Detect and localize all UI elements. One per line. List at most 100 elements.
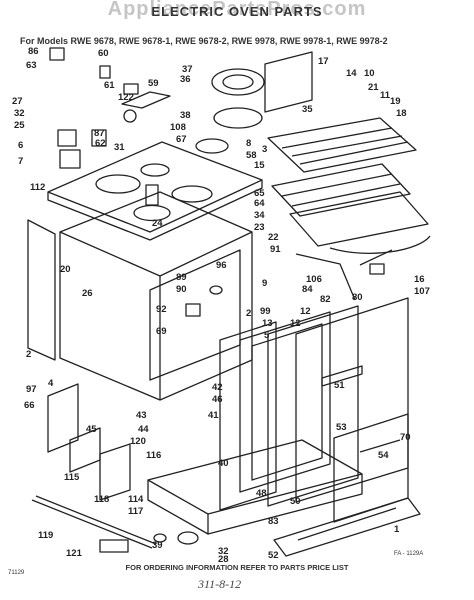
callout-number: 14 bbox=[346, 68, 357, 79]
callout-number: 2 bbox=[26, 349, 31, 360]
callout-number: 44 bbox=[138, 424, 149, 435]
side-panel bbox=[27, 219, 56, 361]
callout-number: 39 bbox=[152, 540, 163, 551]
callout-number: 1 bbox=[394, 524, 400, 535]
callout-number: 11 bbox=[380, 90, 391, 101]
callout-number: 10 bbox=[364, 68, 375, 79]
callout-number: 15 bbox=[254, 160, 265, 171]
callout-number: 108 bbox=[170, 122, 186, 133]
callout-number: 45 bbox=[86, 424, 97, 435]
callout-number: 90 bbox=[176, 284, 187, 295]
oven-rack-upper bbox=[267, 117, 417, 173]
diagram-title: ELECTRIC OVEN PARTS bbox=[151, 4, 323, 19]
callout-number: 114 bbox=[128, 494, 144, 505]
callout-number: 112 bbox=[30, 182, 45, 193]
figure-code-left: 71129 bbox=[8, 570, 25, 576]
callout-number: 41 bbox=[208, 410, 219, 421]
callout-number: 107 bbox=[414, 286, 430, 297]
callout-number: 9 bbox=[262, 278, 267, 289]
callout-number: 51 bbox=[334, 380, 345, 391]
callout-number: 25 bbox=[14, 120, 25, 131]
callout-number: 118 bbox=[94, 494, 109, 505]
callout-number: 120 bbox=[130, 436, 146, 447]
callout-number: 86 bbox=[28, 46, 39, 57]
callout-number: 24 bbox=[152, 218, 163, 229]
callout-number: 87 bbox=[94, 128, 105, 139]
callout-number: 46 bbox=[212, 394, 223, 405]
callout-number: 67 bbox=[176, 134, 187, 145]
callout-number: 58 bbox=[246, 150, 257, 161]
handwritten-note: 311-8-12 bbox=[198, 577, 242, 591]
callout-number: 7 bbox=[18, 156, 23, 167]
callout-number: 115 bbox=[64, 472, 80, 483]
figure-code-right: FA - 1129A bbox=[394, 551, 424, 557]
callout-number: 19 bbox=[390, 96, 401, 107]
oven-rack-lower bbox=[271, 163, 411, 217]
callout-number: 8 bbox=[246, 138, 251, 149]
callout-number: 48 bbox=[256, 488, 267, 499]
callout-number: 34 bbox=[254, 210, 265, 221]
callout-number: 89 bbox=[176, 272, 187, 283]
callout-number: 53 bbox=[336, 422, 347, 433]
models-line: For Models RWE 9678, RWE 9678-1, RWE 967… bbox=[20, 36, 388, 46]
watermark: AppliancePartsPros.com bbox=[107, 0, 367, 20]
callout-number: 99 bbox=[260, 306, 271, 317]
callout-number: 38 bbox=[180, 110, 191, 121]
callout-number: 40 bbox=[218, 458, 229, 469]
callout-number: 122 bbox=[118, 92, 134, 103]
callout-number: 35 bbox=[302, 104, 313, 115]
callout-number: 4 bbox=[48, 378, 54, 389]
callout-number: 70 bbox=[400, 432, 411, 443]
callout-number: 61 bbox=[104, 80, 115, 91]
callout-number: 43 bbox=[136, 410, 147, 421]
callout-number: 42 bbox=[212, 382, 223, 393]
callout-number: 117 bbox=[128, 506, 143, 517]
callout-number: 119 bbox=[38, 530, 53, 541]
callout-number: 28 bbox=[218, 554, 229, 565]
callout-number: 16 bbox=[414, 274, 425, 285]
callout-number: 32 bbox=[218, 546, 229, 557]
callout-number: 82 bbox=[320, 294, 331, 305]
callout-number: 20 bbox=[60, 264, 71, 275]
callout-number: 31 bbox=[114, 142, 125, 153]
callout-number: 60 bbox=[98, 48, 109, 59]
callout-number: 37 bbox=[182, 64, 193, 75]
callout-number: 59 bbox=[148, 78, 159, 89]
callout-number: 50 bbox=[290, 496, 301, 507]
callout-number: 121 bbox=[66, 548, 83, 559]
callout-number: 12 bbox=[300, 306, 311, 317]
callout-number: 63 bbox=[26, 60, 37, 71]
door-inner-frame bbox=[219, 321, 277, 511]
callout-number: 80 bbox=[352, 292, 363, 303]
callout-number: 2 bbox=[246, 308, 251, 319]
callout-number: 92 bbox=[156, 304, 167, 315]
callout-number: 12 bbox=[290, 318, 301, 329]
callout-number: 36 bbox=[180, 74, 191, 85]
callout-number: 106 bbox=[306, 274, 322, 285]
callout-number: 54 bbox=[378, 450, 389, 461]
callout-number: 83 bbox=[268, 516, 279, 527]
callout-number: 3 bbox=[262, 144, 267, 155]
callout-number: 32 bbox=[14, 108, 25, 119]
callout-number: 21 bbox=[368, 82, 379, 93]
callout-number: 17 bbox=[318, 56, 329, 67]
callout-number: 52 bbox=[268, 550, 279, 561]
callout-number: 23 bbox=[254, 222, 265, 233]
outer-door-panel bbox=[295, 297, 409, 503]
callout-number: 116 bbox=[146, 450, 161, 461]
callout-number: 65 bbox=[254, 188, 265, 199]
callout-number: 6 bbox=[18, 140, 23, 151]
callout-number: 64 bbox=[254, 198, 265, 209]
callout-number: 5 bbox=[264, 330, 270, 341]
callout-number: 26 bbox=[82, 288, 93, 299]
ordering-note: FOR ORDERING INFORMATION REFER TO PARTS … bbox=[125, 563, 349, 572]
oven-cabinet bbox=[59, 231, 161, 401]
callout-number: 66 bbox=[24, 400, 35, 411]
callout-number: 84 bbox=[302, 284, 313, 295]
callout-number: 62 bbox=[95, 138, 106, 149]
callout-number: 96 bbox=[216, 260, 227, 271]
callout-number: 22 bbox=[268, 232, 279, 243]
callout-number: 69 bbox=[156, 326, 167, 337]
